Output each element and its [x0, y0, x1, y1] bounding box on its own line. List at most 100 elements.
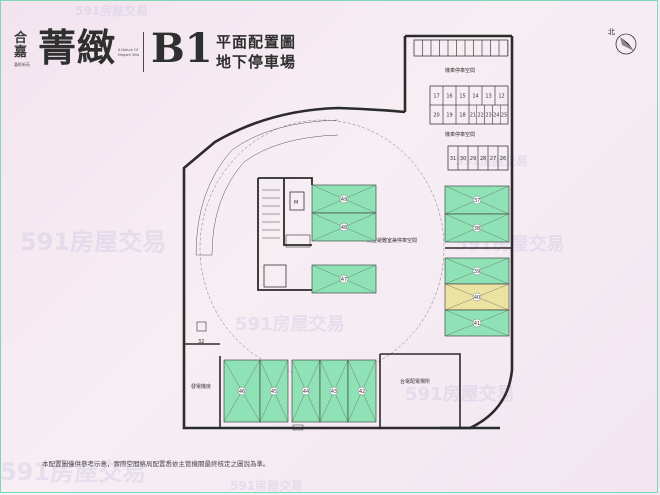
moto-slot-number: 25 [501, 112, 507, 118]
moto-slot: 14 [468, 85, 483, 106]
watermark: 591房屋交易 [230, 478, 303, 493]
moto-space-1: 機車停車空間 [445, 67, 475, 74]
stall-number: 39 [474, 269, 480, 275]
moto-slot [498, 39, 508, 57]
compass-north-text: 北 [608, 28, 615, 36]
brand-name: 菁緻 [38, 25, 117, 70]
stall-number: 49 [341, 197, 347, 203]
moto-slot-number: 21 [470, 112, 476, 118]
moto-slot-number: 20 [433, 112, 439, 118]
moto-slot-number: 14 [472, 93, 478, 99]
moto-slot [490, 39, 500, 57]
moto-slot-number: 28 [480, 156, 486, 162]
moto-slot-number: 23 [485, 112, 491, 118]
stall-number: 37 [474, 198, 480, 204]
moto-slot: 18 [455, 104, 470, 125]
parking-stall: 47 [311, 264, 377, 294]
floor-label: B1 [151, 25, 213, 72]
moto-slot-number: 26 [500, 156, 506, 162]
watermark: 591房屋交易 [235, 313, 345, 335]
exit-marker [292, 424, 304, 431]
moto-slot [413, 39, 423, 57]
accessible-icon [196, 321, 207, 332]
parking-stall: 45 [259, 359, 289, 423]
parking-stall: 37 [444, 185, 510, 215]
parking-stalls: 49 48 47 37 38 39 40 41 46 45 44 43 42 [223, 184, 510, 423]
watermark: 591房屋交易 [455, 153, 528, 168]
driveway-circle [199, 119, 445, 377]
stall-number: 43 [331, 389, 337, 395]
moto-space-2: 機車停車空間 [445, 131, 475, 138]
title-line2: 地下停車場 [216, 53, 297, 71]
moto-slot-number: 16 [446, 93, 452, 99]
stall-number: 44 [303, 389, 309, 395]
disclaimer-note: 本配置圖僅供參考示意，實際空間格局配置悉依主管機關最終核定之圖說為準。 [42, 460, 270, 468]
moto-slot: 22 [476, 104, 485, 125]
moto-slot: 19 [442, 104, 457, 125]
north-compass: 北 [604, 26, 644, 66]
stall-number: 40 [474, 295, 480, 301]
watermark: 591房屋交易 [0, 458, 146, 486]
moto-slot-number: 15 [459, 93, 465, 99]
parking-stall: 44 [291, 359, 321, 423]
moto-slot [422, 39, 432, 57]
stall-number: 46 [239, 389, 245, 395]
elevator-label: M [294, 200, 298, 206]
moto-slot [447, 39, 457, 57]
moto-slot-number: 31 [450, 156, 456, 162]
stall-number: 41 [474, 321, 480, 327]
moto-slot-number: 18 [459, 112, 465, 118]
stall-number: 48 [341, 225, 347, 231]
moto-slot: 24 [492, 104, 501, 125]
elevator [289, 191, 305, 211]
moto-slot: 15 [455, 85, 470, 106]
parking-stall: 38 [444, 213, 510, 243]
lobby [263, 264, 287, 288]
parking-stall: 48 [311, 212, 377, 242]
moto-slot-number: 27 [490, 156, 496, 162]
divider [143, 32, 144, 72]
moto-slot [456, 39, 466, 57]
brand-sub: 藝術新苑 [14, 62, 30, 67]
moto-slot: 16 [442, 85, 457, 106]
moto-slot: 23 [484, 104, 493, 125]
moto-slot [473, 39, 483, 57]
parking-stall: 40 [444, 283, 510, 311]
power-room-label: 台電配電場所 [400, 378, 430, 385]
moto-slot-number: 30 [460, 156, 466, 162]
brand-english: A Nature Of Elegant Villa [118, 48, 140, 57]
slot-32-label: 32 [198, 339, 204, 345]
parking-stall: 39 [444, 257, 510, 285]
moto-slot: 12 [494, 85, 509, 106]
moto-slot: 25 [500, 104, 509, 125]
generator-room-label: 發電機房 [191, 383, 211, 390]
core-wall [257, 177, 313, 291]
moto-slot: 17 [429, 85, 444, 106]
moto-slot: 26 [497, 145, 509, 171]
moto-slot: 13 [481, 85, 496, 106]
parking-stall: 43 [319, 359, 349, 423]
parking-stall: 49 [311, 184, 377, 214]
moto-slot-number: 22 [478, 112, 484, 118]
moto-slot-number: 24 [493, 112, 499, 118]
inner-wall [184, 247, 512, 428]
moto-slot-number: 13 [485, 93, 491, 99]
shaft [285, 234, 311, 248]
stall-number: 47 [341, 277, 347, 283]
watermark: 591房屋交易 [75, 3, 148, 18]
moto-slot [439, 39, 449, 57]
stair-lines [262, 189, 280, 239]
moto-slot [464, 39, 474, 57]
moto-slot-number: 19 [446, 112, 452, 118]
parking-stall: 41 [444, 309, 510, 337]
watermark: 591房屋交易 [20, 228, 166, 256]
brand-prefix: 合嘉 [14, 31, 28, 60]
stall-number: 42 [359, 389, 365, 395]
title-line1: 平面配置圖 [216, 33, 297, 51]
moto-slot [481, 39, 491, 57]
moto-slot-number: 12 [498, 93, 504, 99]
moto-slot: 20 [429, 104, 444, 125]
